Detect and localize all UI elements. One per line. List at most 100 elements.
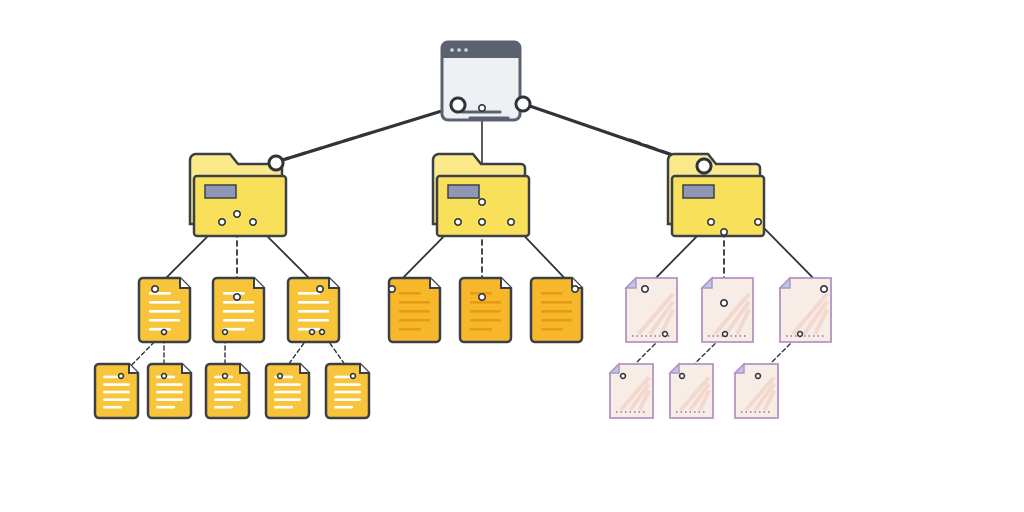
folder-label [447,184,480,199]
connector-joint [221,372,229,380]
blank-document-icon [778,276,832,343]
doc-fold [239,364,249,374]
document-icon [264,362,311,420]
connector-joint [695,157,713,175]
doc-fold [328,278,339,289]
connector-joint [514,95,532,113]
blank-document-icon [733,362,779,419]
blank-document-icon [608,362,654,419]
doc-stripe [628,382,651,412]
connector-joint [719,228,728,237]
doc-fold [500,278,511,289]
connector-joint [796,330,804,338]
connector-joint [318,328,326,336]
window-titlebar-base [442,52,520,58]
document-icon [93,362,140,420]
document-icon [529,276,584,344]
connector-joint [218,218,227,227]
connector-joint [449,96,467,114]
connector-joint [477,198,486,207]
connector-joint [477,292,486,301]
doc-stripe [697,389,711,411]
doc-corner [733,362,745,374]
connector-joint [221,328,229,336]
document-icon [387,276,442,344]
doc-stripe [713,292,751,336]
connector-joint [160,372,168,380]
connector-joint [151,284,160,293]
document-icon [211,276,266,344]
doc-stripe [744,376,776,412]
connector-joint [349,372,357,380]
connector-joint [117,372,125,380]
connector-joint [160,328,168,336]
doc-fold [359,364,369,374]
doc-stripe [679,376,711,412]
doc-fold [299,364,309,374]
connector-joint [570,284,579,293]
connector-joint [706,218,715,227]
doc-stripe [619,376,651,412]
connector-joint [308,328,316,336]
folder-icon [188,152,288,238]
doc-stripe [813,308,829,335]
connector-joint [233,210,242,219]
doc-fold [429,278,440,289]
doc-stripe [802,300,829,336]
connector-joint [678,372,686,380]
connector-joint [267,154,285,172]
blank-document-icon [668,362,714,419]
document-icon [204,362,251,420]
folder-label [682,184,715,199]
doc-stripe [648,300,675,336]
doc-stripe [762,389,776,411]
connector-joint [477,104,486,113]
connector-joint [233,292,242,301]
doc-stripe [659,308,675,335]
connector-joint [387,284,396,293]
document-icon [146,362,193,420]
folder-label [204,184,237,199]
doc-corner [668,362,680,374]
doc-fold [181,364,191,374]
connector-joint [754,372,762,380]
doc-stripe [637,389,651,411]
doc-corner [608,362,620,374]
connector-joint [249,218,258,227]
connector-line [628,138,706,168]
doc-stripe [791,292,829,336]
connector-joint [719,298,728,307]
document-icon [286,276,341,344]
joint-layer [117,95,828,380]
doc-stripe [724,300,751,336]
doc-fold [179,278,190,289]
window-dot-icon [450,48,454,52]
connector-joint [315,284,324,293]
document-icon [458,276,513,344]
doc-corner [700,276,713,289]
folder-icon [431,152,531,238]
doc-stripe [753,382,776,412]
connector-joint [640,284,649,293]
connector-line [274,131,372,164]
blank-document-icon [700,276,754,343]
doc-fold [128,364,138,374]
connector-joint [276,372,284,380]
document-icon [137,276,192,344]
connector-joint [453,218,462,227]
connector-joint [661,330,669,338]
doc-fold [253,278,264,289]
connector-joint [477,218,486,227]
doc-stripe [688,382,711,412]
document-icon [324,362,371,420]
folder-icon [666,152,766,238]
window-dot-icon [464,48,468,52]
window-dot-icon [457,48,461,52]
connector-joint [753,218,762,227]
doc-stripe [735,308,751,335]
blank-document-icon [624,276,678,343]
connector-joint [721,330,729,338]
connector-joint [819,284,828,293]
